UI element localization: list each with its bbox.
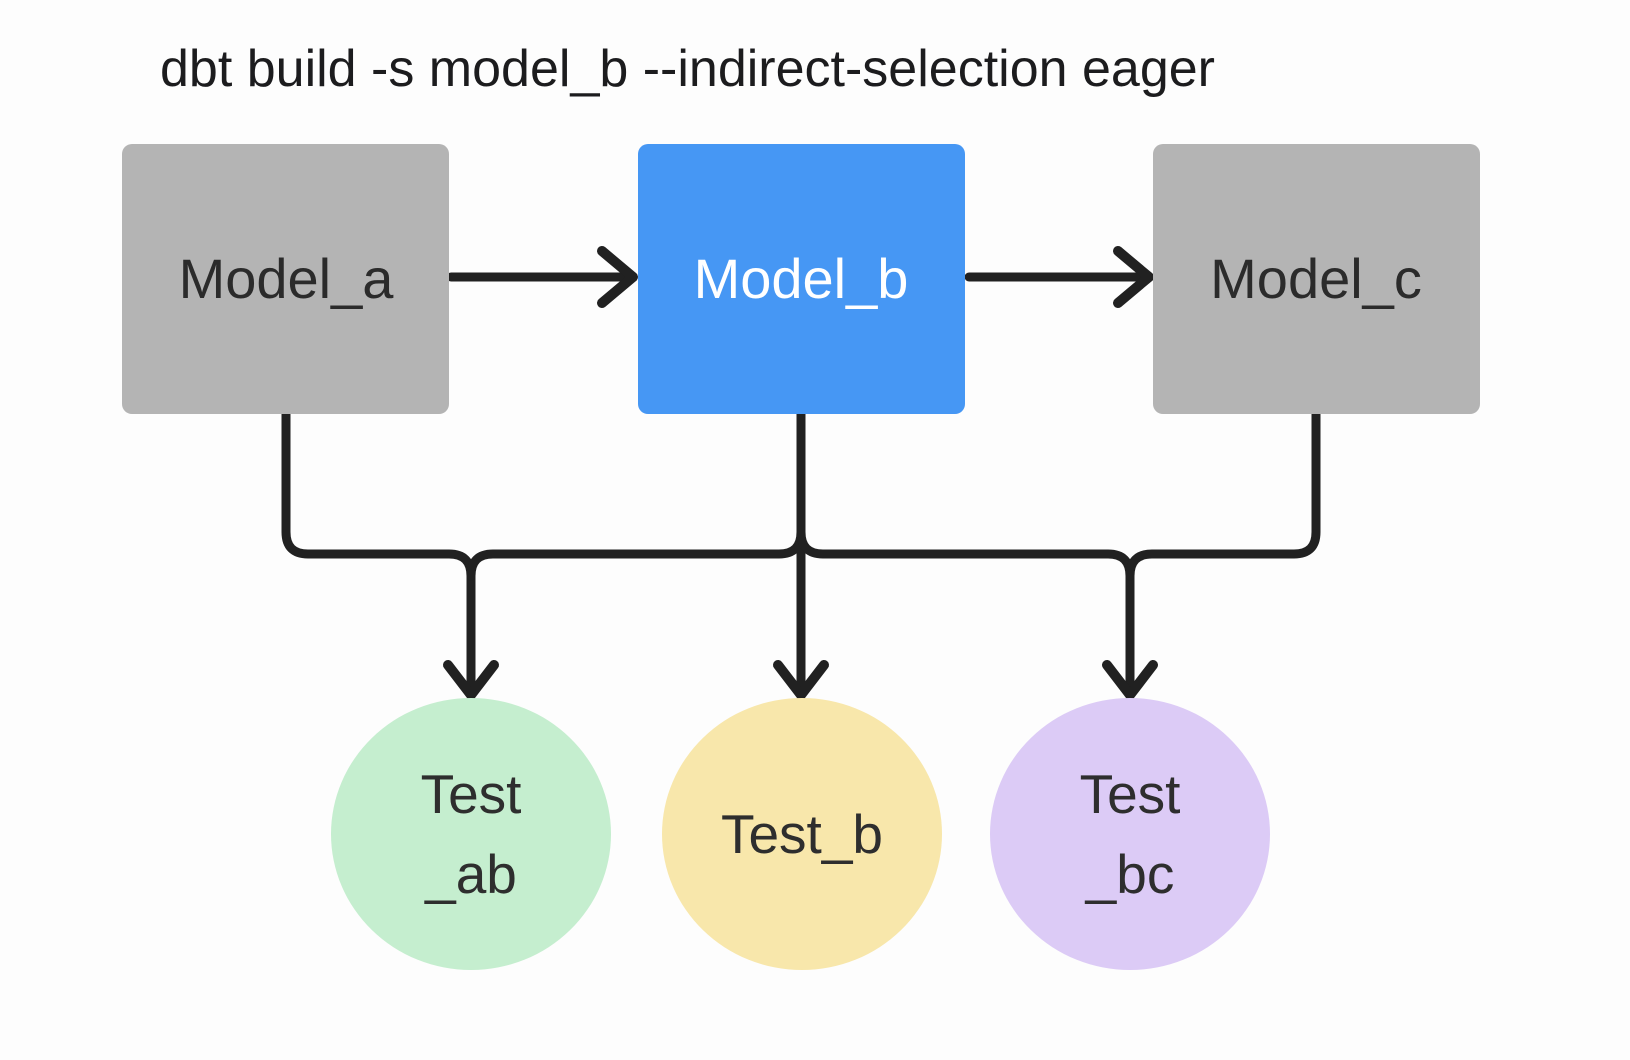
node-test-bc-label-line2: _bc: [1085, 843, 1175, 905]
node-model-b-box: [638, 144, 965, 414]
node-test-b-circle: [662, 698, 942, 970]
edge-model-c-to-test-bc: [1125, 409, 1321, 581]
diagram-title: dbt build -s model_b --indirect-selectio…: [160, 40, 1215, 98]
node-test-ab-label-line2: _ab: [424, 843, 517, 905]
node-model-a: Model_a: [122, 144, 449, 414]
edge-test-b-arrowhead-icon: [773, 660, 829, 700]
node-model-c-box: [1153, 144, 1480, 414]
node-model-c: Model_c: [1153, 144, 1480, 414]
edge-test-bc-arrowhead-icon: [1102, 660, 1158, 700]
edge-model-a-to-model-b-arrowhead-icon: [597, 246, 638, 308]
node-test-b: Test_b: [662, 698, 942, 970]
node-test-ab-label-line1: Test: [421, 763, 522, 825]
node-test-bc-circle: [990, 698, 1270, 970]
node-model-b-label: Model_b: [694, 247, 909, 310]
node-model-c-label: Model_c: [1210, 247, 1422, 310]
node-test-b-label-line1: Test_b: [721, 803, 883, 865]
node-model-a-box: [122, 144, 449, 414]
node-model-b: Model_b: [638, 144, 965, 414]
edge-layer: [281, 246, 1321, 700]
node-test-bc-label-line1: Test: [1080, 763, 1181, 825]
node-model-a-label: Model_a: [179, 247, 395, 310]
edge-model-b-to-model-c-arrowhead-icon: [1113, 246, 1154, 308]
edge-test-ab-arrowhead-icon: [443, 660, 499, 700]
node-test-ab: Test _ab: [331, 698, 611, 970]
node-test-ab-circle: [331, 698, 611, 970]
node-test-bc: Test _bc: [990, 698, 1270, 970]
